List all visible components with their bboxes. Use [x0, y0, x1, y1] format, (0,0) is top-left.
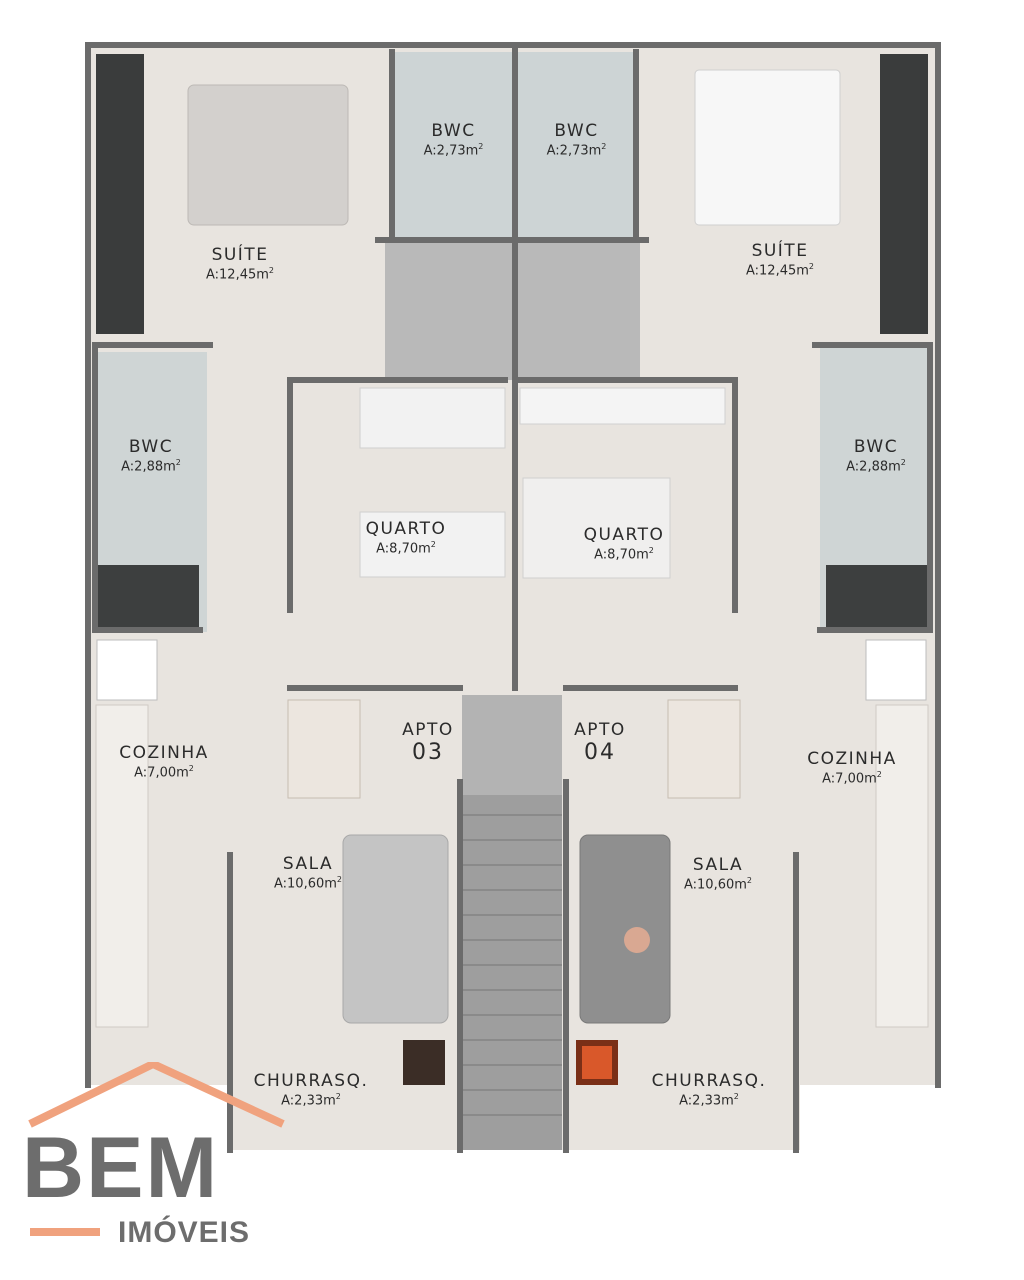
quarto-left-name: QUARTO	[365, 519, 447, 539]
staircase	[462, 795, 562, 1150]
bed-quarto-right	[522, 477, 671, 579]
apto-left-label: APTO 03	[388, 720, 468, 765]
bwc-left-name: BWC	[128, 437, 174, 457]
cozinha-left-area: A:7,00m2	[134, 763, 194, 780]
apto-right-label: APTO 04	[560, 720, 640, 765]
bwc-top-right-floor	[518, 52, 635, 237]
suite-left-name: SUÍTE	[211, 245, 269, 265]
churrasq-right-name: CHURRASQ.	[651, 1071, 767, 1091]
bwc-top-left-area: A:2,73m2	[423, 141, 484, 158]
sala-left-name: SALA	[282, 854, 334, 874]
label-sala-left: SALA A:10,60m2	[258, 854, 358, 892]
bwc-left-storage	[97, 565, 199, 627]
logo-brand: BEM	[22, 1120, 220, 1216]
label-churrasq-left: CHURRASQ. A:2,33m2	[236, 1071, 386, 1109]
suite-right-name: SUÍTE	[751, 241, 809, 261]
desk-quarto-right	[519, 387, 726, 425]
cushion-right	[624, 927, 650, 953]
bwc-top-left-floor	[395, 52, 512, 237]
apto-left-number: 03	[412, 740, 444, 765]
cozinha-left-name: COZINHA	[119, 743, 209, 763]
suite-right-area: A:12,45m2	[745, 261, 815, 278]
label-quarto-right: QUARTO A:8,70m2	[574, 525, 674, 563]
sala-right-name: SALA	[692, 855, 744, 875]
bwc-right-area: A:2,88m2	[846, 457, 906, 474]
dining-table-left	[287, 699, 361, 799]
quarto-left-area: A:8,70m2	[376, 539, 436, 556]
label-bwc-left: BWC A:2,88m2	[95, 437, 207, 475]
churrasq-left-name: CHURRASQ.	[253, 1071, 369, 1091]
grill-left	[403, 1040, 445, 1085]
fridge-right	[865, 639, 927, 701]
cozinha-right-area: A:7,00m2	[822, 769, 882, 786]
kitchen-counter-left	[95, 704, 149, 1028]
walls	[85, 42, 941, 1153]
label-cozinha-left: COZINHA A:7,00m2	[104, 743, 224, 781]
kitchen-counter-right	[875, 704, 929, 1028]
cozinha-right-name: COZINHA	[807, 749, 897, 769]
bwc-top-left-name: BWC	[431, 121, 476, 141]
bwc-right-storage	[826, 565, 928, 627]
quarto-right-name: QUARTO	[583, 525, 665, 545]
bed-quarto-left-2	[359, 511, 506, 578]
logo-subtitle: IMÓVEIS	[118, 1216, 251, 1249]
apto-right-title: APTO	[574, 720, 626, 740]
sofa-left	[342, 834, 449, 1024]
label-quarto-left: QUARTO A:8,70m2	[356, 519, 456, 557]
bwc-top-right-name: BWC	[554, 121, 599, 141]
label-bwc-top-right: BWC A:2,73m2	[518, 121, 635, 159]
churrasq-right-area: A:2,33m2	[679, 1091, 739, 1108]
bed-suite-right	[694, 69, 841, 226]
apto-right-number: 04	[584, 740, 616, 765]
label-bwc-right: BWC A:2,88m2	[820, 437, 932, 475]
fridge-left	[96, 639, 158, 701]
dining-table-right	[667, 699, 741, 799]
bed-suite-left	[187, 84, 349, 226]
bwc-top-right-area: A:2,73m2	[546, 141, 607, 158]
quarto-right-area: A:8,70m2	[594, 545, 654, 562]
sofa-right	[579, 834, 671, 1024]
label-sala-right: SALA A:10,60m2	[668, 855, 768, 893]
bwc-right-name: BWC	[853, 437, 899, 457]
sala-right-area: A:10,60m2	[683, 875, 753, 892]
label-churrasq-right: CHURRASQ. A:2,33m2	[634, 1071, 784, 1109]
wardrobe-right	[880, 54, 928, 334]
sala-left-area: A:10,60m2	[273, 874, 343, 891]
bem-logo-roof	[28, 1062, 285, 1236]
grill-right-fire	[582, 1046, 612, 1079]
churrasq-left-area: A:2,33m2	[281, 1091, 341, 1108]
label-suite-left: SUÍTE A:12,45m2	[180, 245, 300, 283]
label-suite-right: SUÍTE A:12,45m2	[720, 241, 840, 279]
label-cozinha-right: COZINHA A:7,00m2	[792, 749, 912, 787]
wardrobe-left	[96, 54, 144, 334]
apto-left-title: APTO	[402, 720, 454, 740]
suite-left-area: A:12,45m2	[205, 265, 275, 282]
label-bwc-top-left: BWC A:2,73m2	[395, 121, 512, 159]
bwc-left-area: A:2,88m2	[121, 457, 181, 474]
stair-landing	[462, 695, 562, 795]
bed-quarto-left	[359, 387, 506, 449]
